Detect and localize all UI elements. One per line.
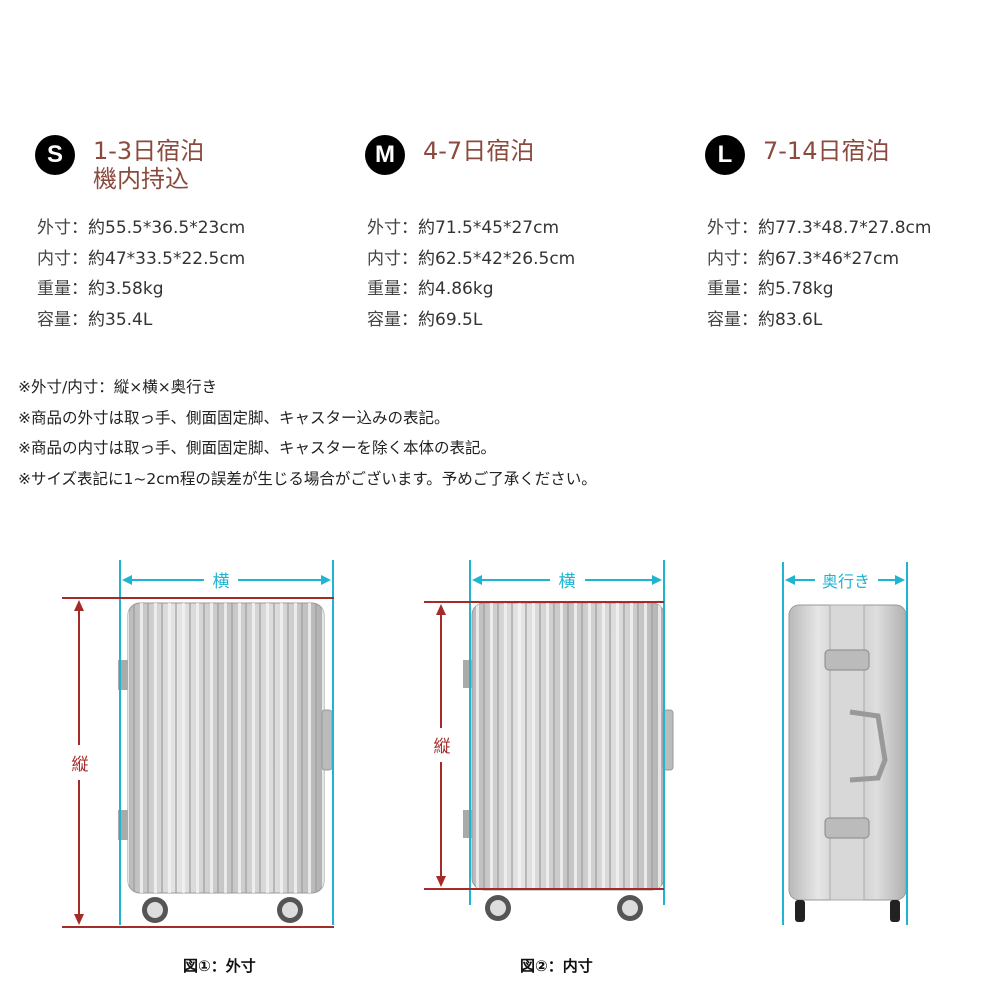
spec-capacity: 容量：約83.6L <box>707 309 823 330</box>
spec-list: 外寸：約77.3*48.7*27.8cm 内寸：約67.3*46*27cm 重量… <box>707 213 931 335</box>
note-inner: ※商品の内寸は取っ手、側面固定脚、キャスターを除く本体の表記。 <box>18 439 496 457</box>
stay-duration: 1-3日宿泊 <box>93 137 205 165</box>
size-badge: M <box>365 135 405 175</box>
notes: ※外寸/内寸：縦×横×奥行き ※商品の外寸は取っ手、側面固定脚、キャスター込みの… <box>18 372 597 494</box>
suitcase-front-icon <box>463 602 674 921</box>
note-outer: ※商品の外寸は取っ手、側面固定脚、キャスター込みの表記。 <box>18 408 450 427</box>
spec-weight: 重量：約5.78kg <box>707 279 834 299</box>
spec-weight: 重量：約3.58kg <box>37 279 164 299</box>
suitcase-side-icon <box>788 604 907 922</box>
spec-inner: 内寸：約67.3*46*27cm <box>707 248 900 269</box>
spec-inner: 内寸：約47*33.5*22.5cm <box>37 248 246 269</box>
stay-duration: 7-14日宿泊 <box>763 137 890 165</box>
spec-capacity: 容量：約35.4L <box>37 309 153 330</box>
svg-text:横: 横 <box>213 572 230 592</box>
spec-outer: 外寸：約77.3*48.7*27.8cm <box>707 218 932 238</box>
spec-inner: 内寸：約62.5*42*26.5cm <box>367 248 576 269</box>
spec-capacity: 容量：約69.5L <box>367 309 483 330</box>
figure-inner-dimensions: 横 縦 <box>424 560 674 921</box>
caption-inner: 図②：内寸 <box>520 957 593 975</box>
carry-on-label: 機内持込 <box>93 165 189 193</box>
spec-outer: 外寸：約55.5*36.5*23cm <box>37 218 246 238</box>
size-title: 4-7日宿泊 <box>423 137 534 165</box>
svg-text:縦: 縦 <box>434 737 451 757</box>
size-badge: S <box>35 135 75 175</box>
size-badge: L <box>705 135 745 175</box>
figure-depth: 奥行き <box>782 562 908 925</box>
suitcase-front-icon <box>118 602 333 923</box>
size-title: 1-3日宿泊 機内持込 <box>93 137 204 193</box>
size-title: 7-14日宿泊 <box>763 137 889 165</box>
svg-text:縦: 縦 <box>72 755 89 775</box>
spec-outer: 外寸：約71.5*45*27cm <box>367 218 560 238</box>
stay-duration: 4-7日宿泊 <box>423 137 535 165</box>
svg-text:奥行き: 奥行き <box>822 572 870 591</box>
spec-list: 外寸：約55.5*36.5*23cm 内寸：約47*33.5*22.5cm 重量… <box>37 213 245 335</box>
caption-outer: 図①：外寸 <box>183 957 256 975</box>
spec-list: 外寸：約71.5*45*27cm 内寸：約62.5*42*26.5cm 重量：約… <box>367 213 575 335</box>
svg-text:横: 横 <box>559 572 576 592</box>
spec-weight: 重量：約4.86kg <box>367 279 494 299</box>
note-tolerance: ※サイズ表記に1~2cm程の誤差が生じる場合がございます。予めご了承ください。 <box>18 469 597 488</box>
figure-outer-dimensions: 横 縦 <box>62 560 334 928</box>
note-dimension-order: ※外寸/内寸：縦×横×奥行き <box>18 378 218 396</box>
